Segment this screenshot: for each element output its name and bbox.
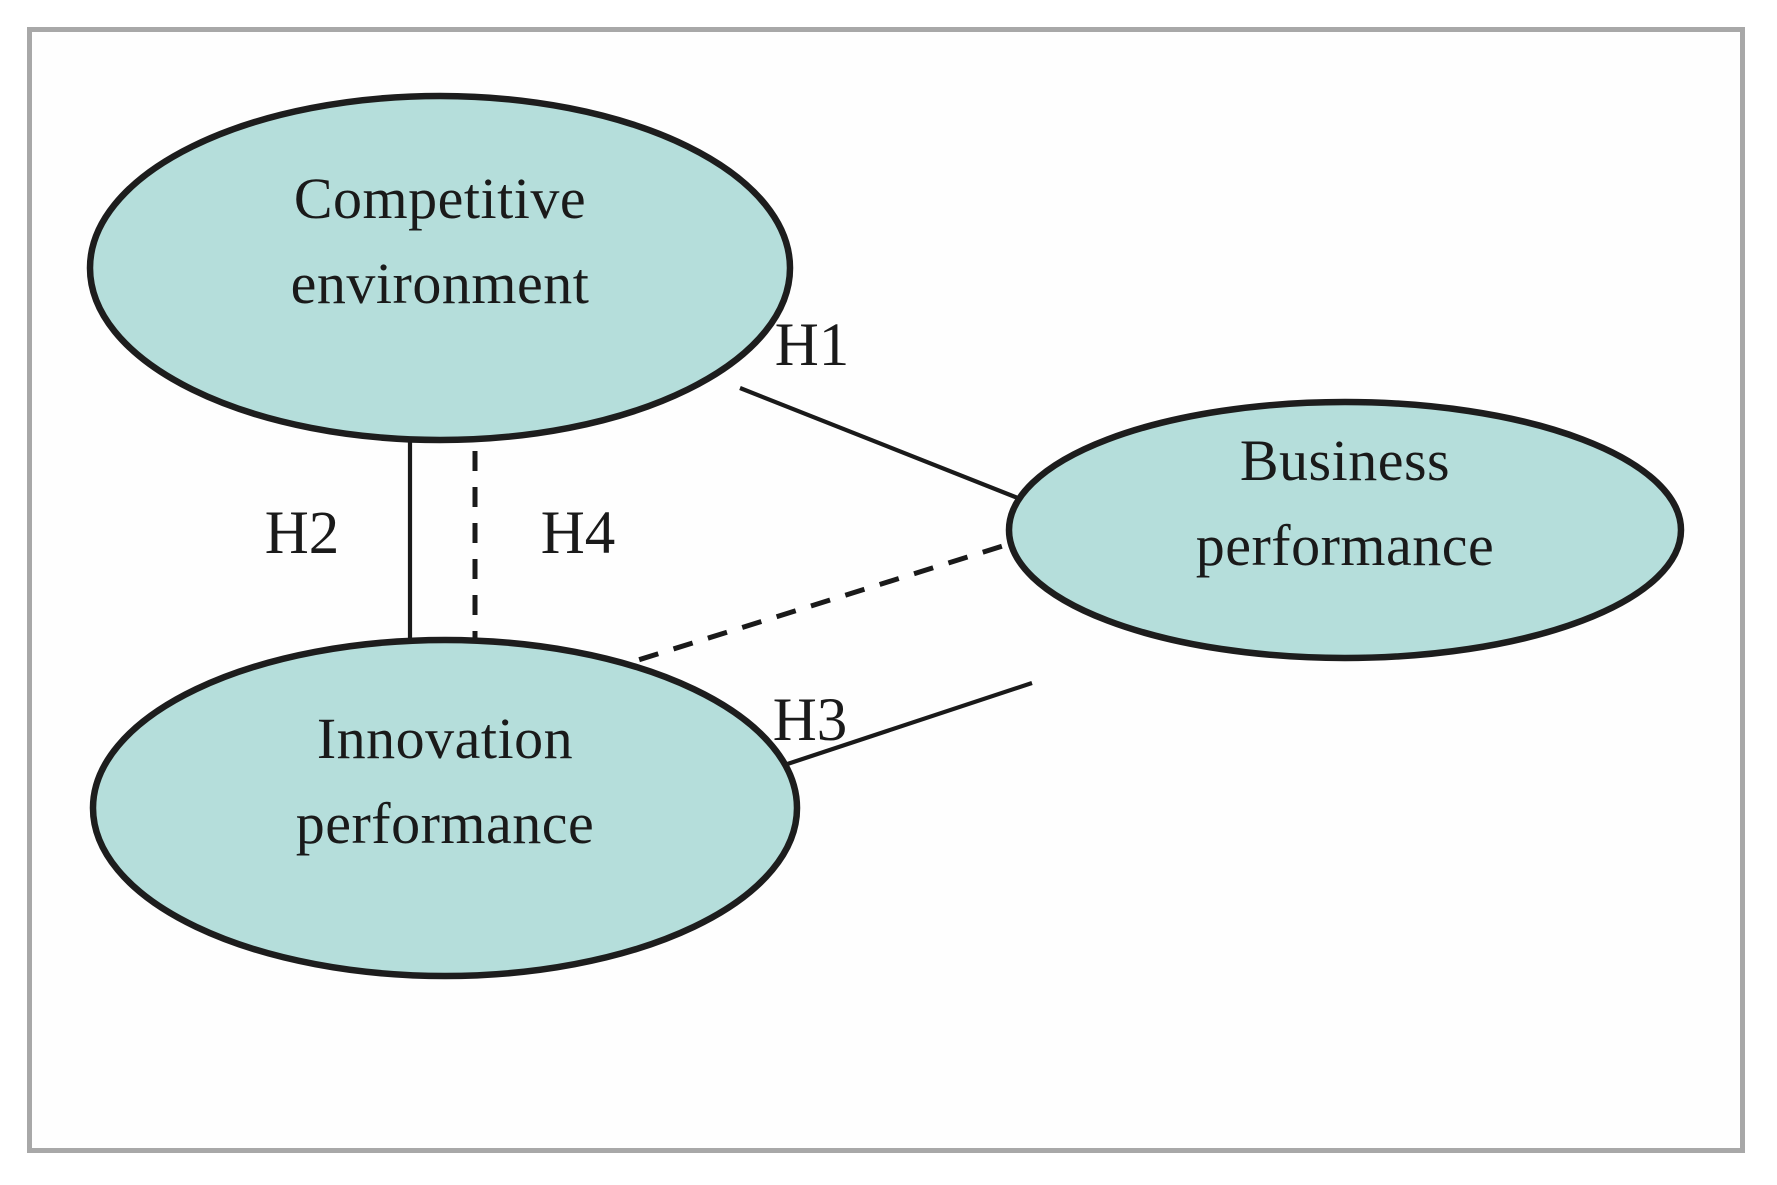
node-business-performance-shape[interactable] [1005,398,1685,662]
node-innovation-performance-shape[interactable] [89,636,801,980]
node-business-performance-label-line2: performance [1196,513,1495,578]
node-layer: Competitive environment Business perform… [86,92,1685,980]
node-business-performance[interactable]: Business performance [1005,398,1685,662]
node-competitive-environment[interactable]: Competitive environment [86,92,794,444]
link-h1-line[interactable] [739,386,1039,508]
node-business-performance-label-line1: Business [1240,428,1450,493]
node-innovation-performance[interactable]: Innovation performance [89,636,801,980]
node-competitive-environment-shape[interactable] [86,92,794,444]
link-label-layer: H1 H2 H3 H4 [265,312,850,754]
link-label-h2: H2 [265,500,340,567]
node-innovation-performance-label-line1: Innovation [317,706,573,771]
link-label-h3: H3 [773,687,848,754]
node-competitive-environment-label-line2: environment [291,251,590,316]
link-label-h4: H4 [541,500,616,567]
node-competitive-environment-label-line1: Competitive [294,166,586,231]
link-label-h1: H1 [775,312,850,379]
node-innovation-performance-label-line2: performance [296,791,595,856]
